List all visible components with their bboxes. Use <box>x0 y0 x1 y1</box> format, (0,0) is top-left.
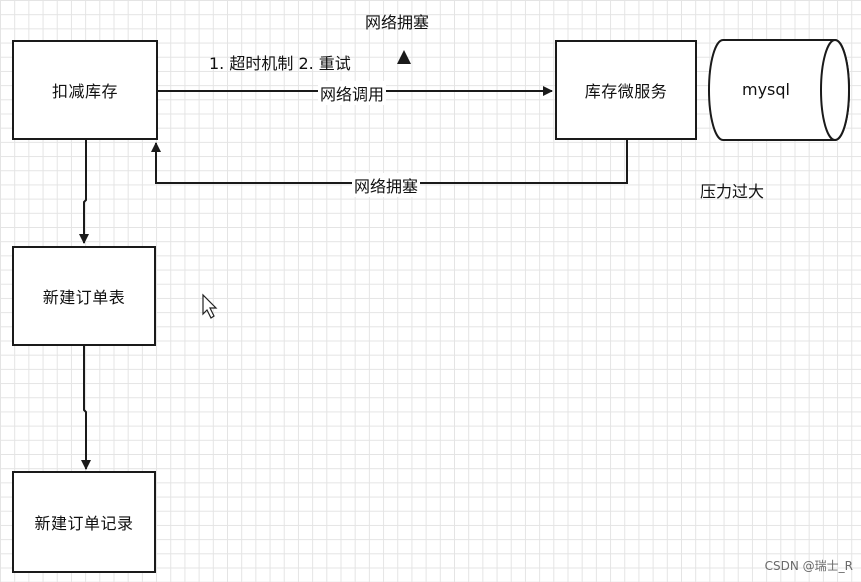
label-network-congestion-top: 网络拥塞 <box>365 13 430 32</box>
mysql-cylinder <box>708 39 850 141</box>
node-create-order-record: 新建订单记录 <box>12 471 156 573</box>
watermark: CSDN @瑞士_R <box>764 559 853 573</box>
node-mysql-label: mysql <box>742 80 790 99</box>
up-triangle-icon <box>397 50 411 64</box>
label-retry-mechanism: 1. 超时机制 2. 重试 <box>209 54 351 73</box>
label-network-call: 网络调用 <box>318 81 387 105</box>
node-create-order-record-label: 新建订单记录 <box>34 514 134 533</box>
node-create-order-table: 新建订单表 <box>12 246 156 346</box>
node-inventory-service: 库存微服务 <box>555 40 697 140</box>
mouse-cursor-icon <box>202 293 218 319</box>
arrow-deduct-to-order-table <box>79 140 89 244</box>
node-deduct-inventory-label: 扣减库存 <box>51 82 118 101</box>
node-deduct-inventory: 扣减库存 <box>12 40 158 140</box>
node-inventory-service-label: 库存微服务 <box>584 82 668 101</box>
arrow-order-table-to-record <box>81 345 91 470</box>
label-pressure-too-high: 压力过大 <box>700 182 765 201</box>
label-network-congestion-return: 网络拥塞 <box>352 173 421 197</box>
node-create-order-table-label: 新建订单表 <box>42 288 126 307</box>
